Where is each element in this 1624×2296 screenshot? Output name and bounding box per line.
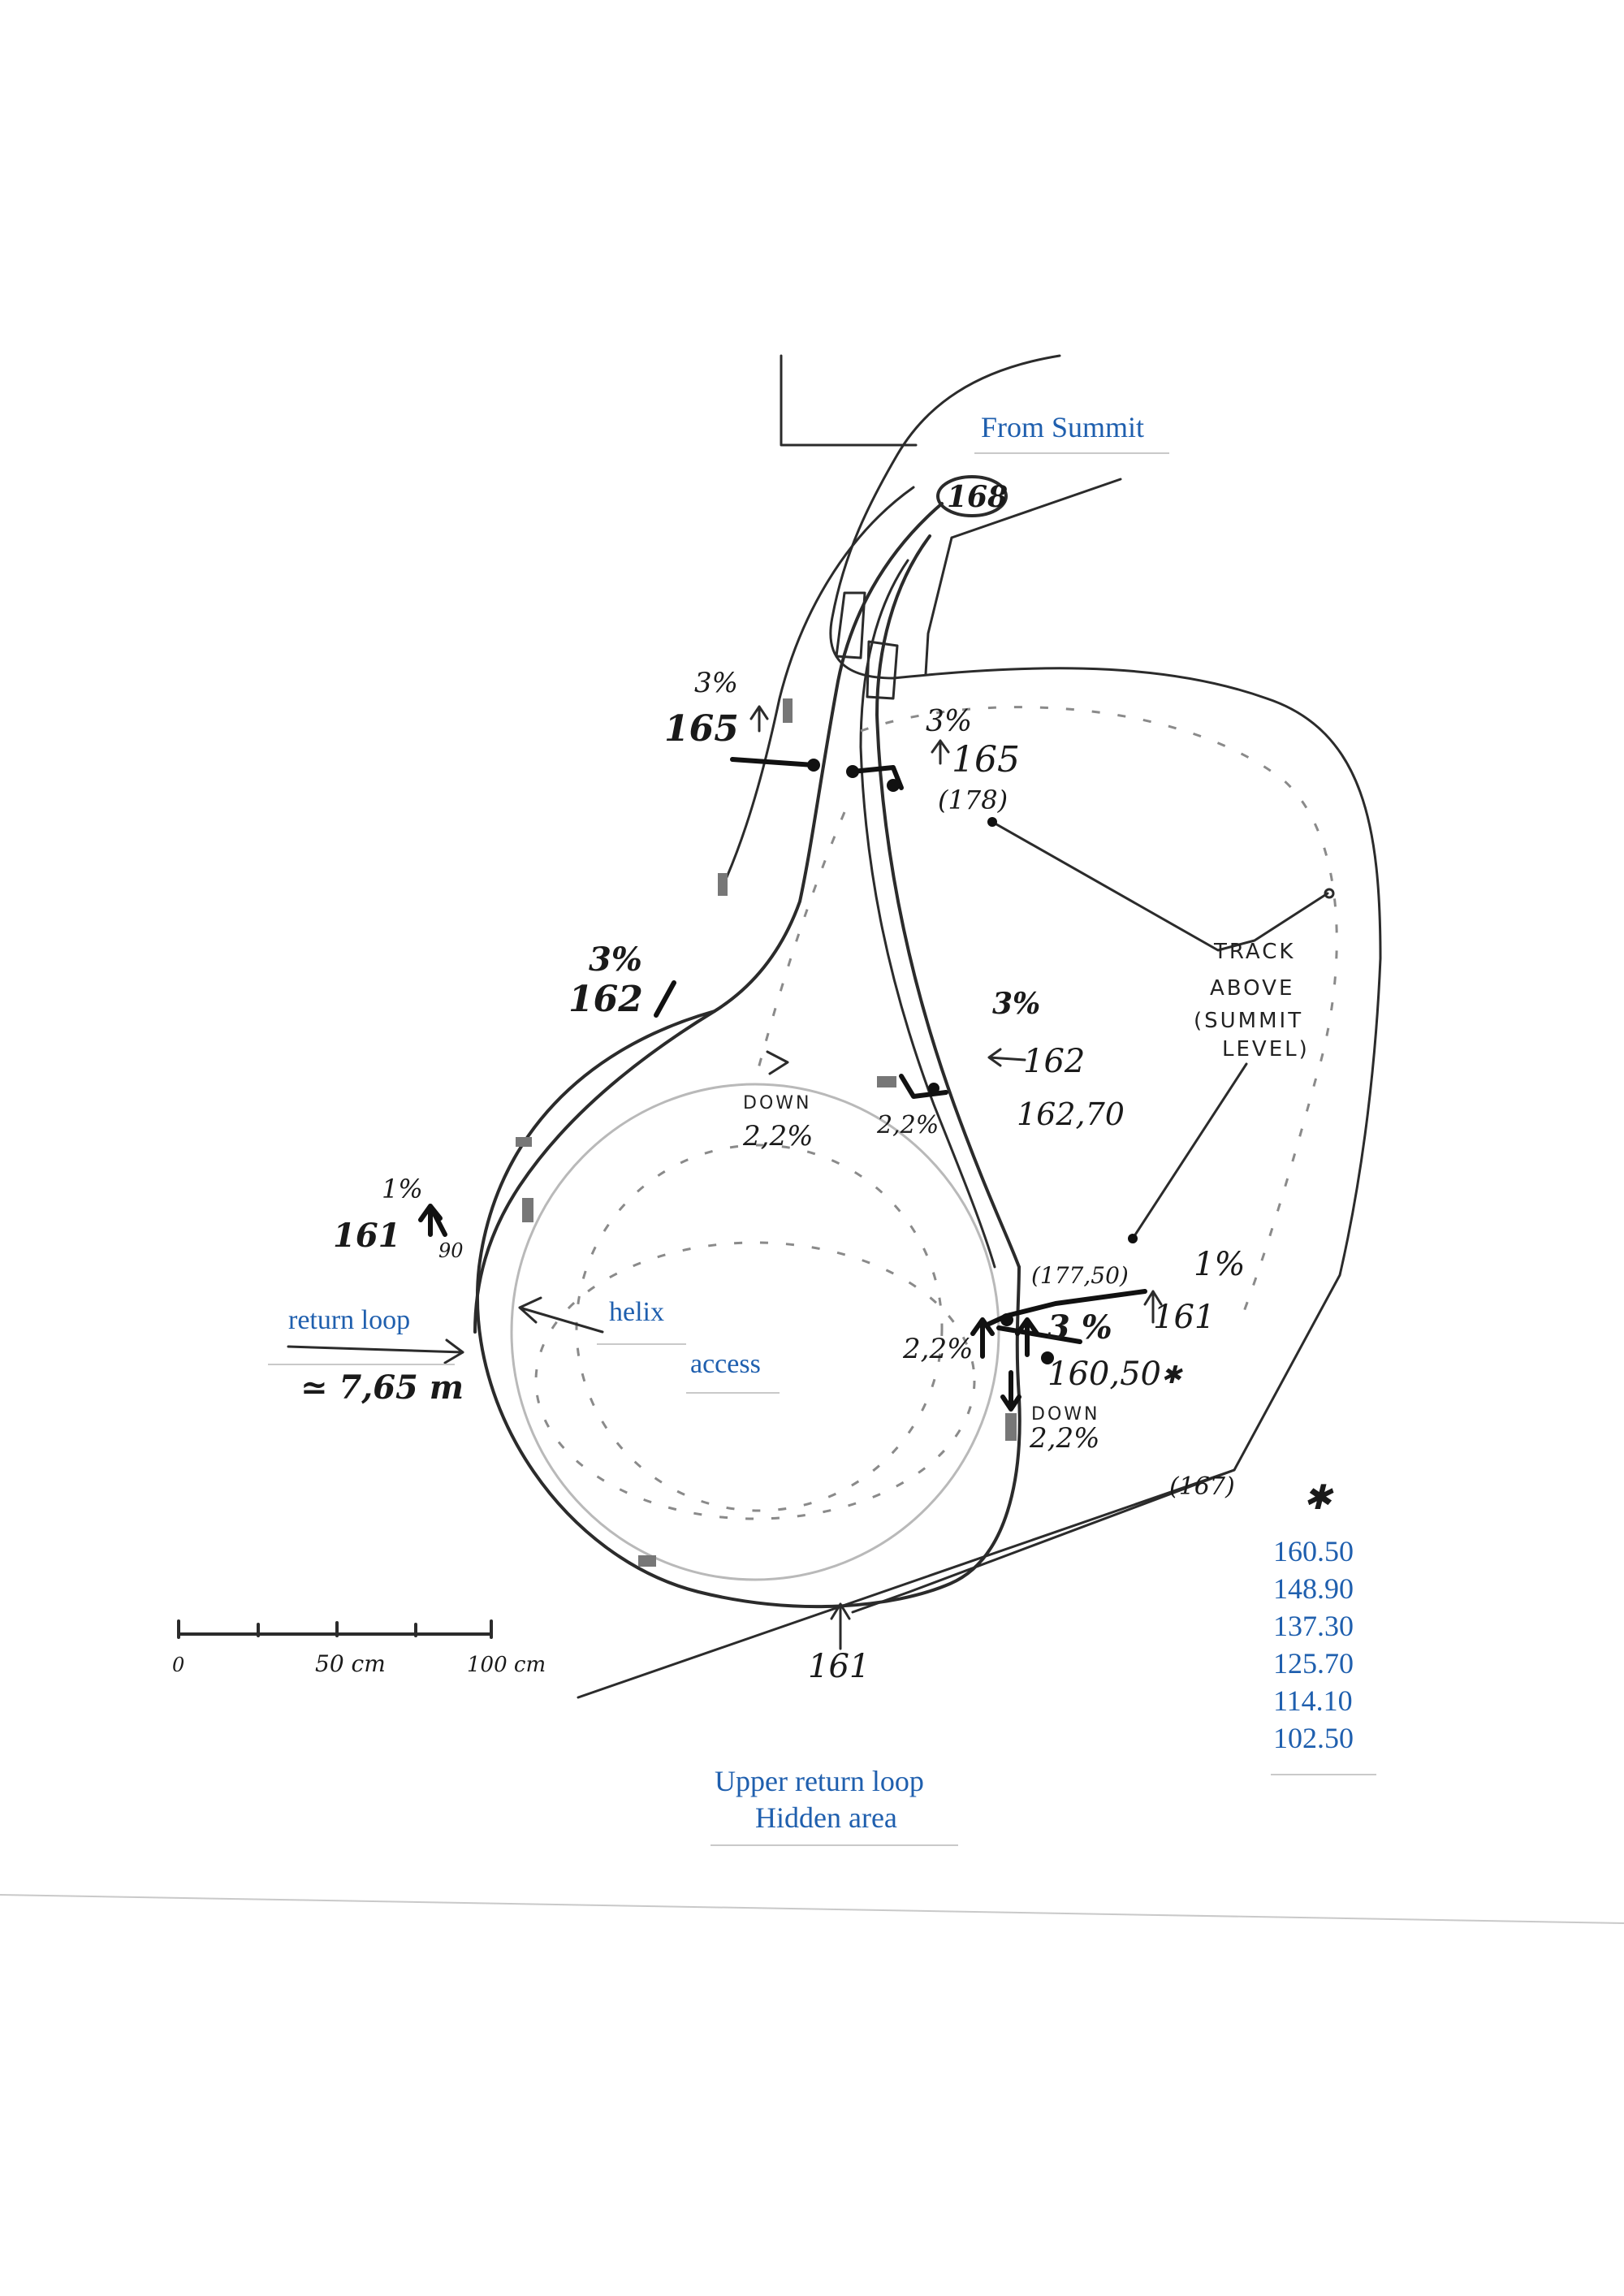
asterisk-16050: ✱	[1161, 1361, 1183, 1390]
track-from-summit-left	[473, 502, 944, 1334]
length-arrow	[287, 1338, 464, 1364]
elevation-161-bottom: 161	[808, 1648, 870, 1685]
grade-arrow-161-right	[1143, 1290, 1163, 1324]
switch-box-1	[835, 591, 866, 659]
elevation-key-value-3: 137.30	[1273, 1610, 1354, 1642]
scale-label-0: 0	[172, 1654, 184, 1676]
elevation-161-right: 161	[1153, 1299, 1215, 1336]
hidden-area-boundary	[577, 354, 1382, 1699]
elevation-162-left: 162	[568, 979, 643, 1020]
pointer-dot-17750	[1128, 1234, 1138, 1243]
hand-168-badge: 168	[936, 475, 1008, 517]
elevation-key-value-1: 160.50	[1273, 1535, 1354, 1567]
helix-pointer-arrow	[518, 1296, 604, 1334]
elevation-key-value-4: 125.70	[1273, 1647, 1354, 1680]
track-level-ticks	[654, 757, 1147, 1364]
elevation-key-value-6: 102.50	[1273, 1722, 1354, 1754]
guide-line-top	[950, 478, 1122, 539]
bottom-elevation-arrow	[830, 1602, 851, 1650]
grade-3-left: 3%	[694, 667, 738, 699]
track-above-note: TRACK ABOVE (SUMMIT LEVEL)	[1194, 940, 1310, 1062]
grade-3-arrow: 3 %	[1047, 1308, 1112, 1347]
elevation-key-value-2: 148.90	[1273, 1572, 1354, 1605]
grade-22-top: 2,2%	[742, 1120, 813, 1152]
helix-label: helix	[609, 1297, 664, 1327]
grade-3-mid: 3%	[589, 940, 642, 979]
hidden-area-boundary-right-bottom	[851, 1468, 1236, 1614]
grade-arrow-165-right	[931, 739, 950, 765]
scale-bar	[177, 1619, 493, 1639]
feeder-smudges	[516, 698, 1017, 1567]
grade-1-right: 1%	[1194, 1246, 1245, 1283]
grade-3-inner: 3%	[992, 987, 1040, 1021]
helix-inner-dashed-ring	[575, 1144, 944, 1512]
grade-3-right: 3%	[926, 705, 972, 738]
elevation-165-left: 165	[664, 708, 739, 750]
upper-return-loop-label: Upper return loop	[715, 1765, 924, 1797]
elevation-167: (167)	[1169, 1472, 1235, 1501]
length-approx: ≃ 7,65 m	[300, 1369, 464, 1407]
label-underlines	[0, 452, 1624, 1924]
elevation-161-left: 161	[333, 1217, 401, 1255]
track-above-line-2: ABOVE	[1210, 976, 1294, 1001]
track-above-line-3: (SUMMIT	[1194, 1009, 1303, 1033]
scale-label-100: 100 cm	[467, 1653, 546, 1677]
grade-22-right: 2,2%	[902, 1333, 973, 1365]
hidden-area-label: Hidden area	[755, 1801, 897, 1834]
track-above-line-4: LEVEL)	[1222, 1037, 1310, 1062]
summit-level-dashed-track-2	[754, 811, 846, 1081]
track-far-left	[725, 486, 915, 879]
grade-arrows-right-cluster	[970, 1317, 1039, 1412]
grade-22-bottom: 2,2%	[1029, 1422, 1099, 1455]
elevation-17750: (177,50)	[1031, 1262, 1129, 1289]
return-loop-label: return loop	[288, 1305, 410, 1335]
elevation-16270: 162,70	[1017, 1096, 1125, 1132]
track-from-summit-right	[875, 534, 1021, 1269]
helix-access-dashed-ring	[534, 1241, 976, 1520]
switch-box-2	[866, 640, 899, 700]
pointer-line-178	[991, 820, 1329, 952]
track-above-line-1: TRACK	[1213, 940, 1295, 964]
pointer-line-17750	[1131, 1062, 1248, 1240]
grade-arrow-162-inner	[987, 1048, 1026, 1067]
down-chevron	[766, 1050, 789, 1075]
helix-outer-track	[476, 1010, 1021, 1609]
grade-arrow-161-left	[418, 1204, 447, 1237]
guide-line-top-2	[924, 536, 953, 676]
elevation-key-marker: ✱	[1303, 1477, 1334, 1517]
number-90: 90	[438, 1239, 464, 1262]
grade-1-left: 1%	[382, 1174, 423, 1204]
down-label-bottom: DOWN	[1031, 1404, 1099, 1425]
elevation-162-inner: 162	[1023, 1043, 1085, 1080]
helix-faint-ring	[510, 1083, 1000, 1581]
elevation-16050: 160,50	[1047, 1356, 1161, 1393]
grade-arrow-165-left	[749, 705, 769, 733]
access-label: access	[690, 1349, 761, 1379]
pointer-dot-178	[987, 817, 997, 827]
down-label-top: DOWN	[743, 1093, 811, 1113]
elevation-165-right: 165	[952, 739, 1020, 780]
elevation-key-value-5: 114.10	[1273, 1684, 1353, 1717]
summit-level-dashed-track	[860, 706, 1338, 1317]
pointer-circle-right	[1324, 888, 1335, 899]
room-corner-box	[780, 354, 918, 447]
grade-22-inner: 2,2%	[876, 1111, 939, 1139]
from-summit-label: From Summit	[981, 411, 1144, 443]
elevation-168: 168	[947, 480, 1008, 514]
scale-label-50: 50 cm	[315, 1650, 386, 1677]
elevation-178: (178)	[938, 785, 1008, 815]
